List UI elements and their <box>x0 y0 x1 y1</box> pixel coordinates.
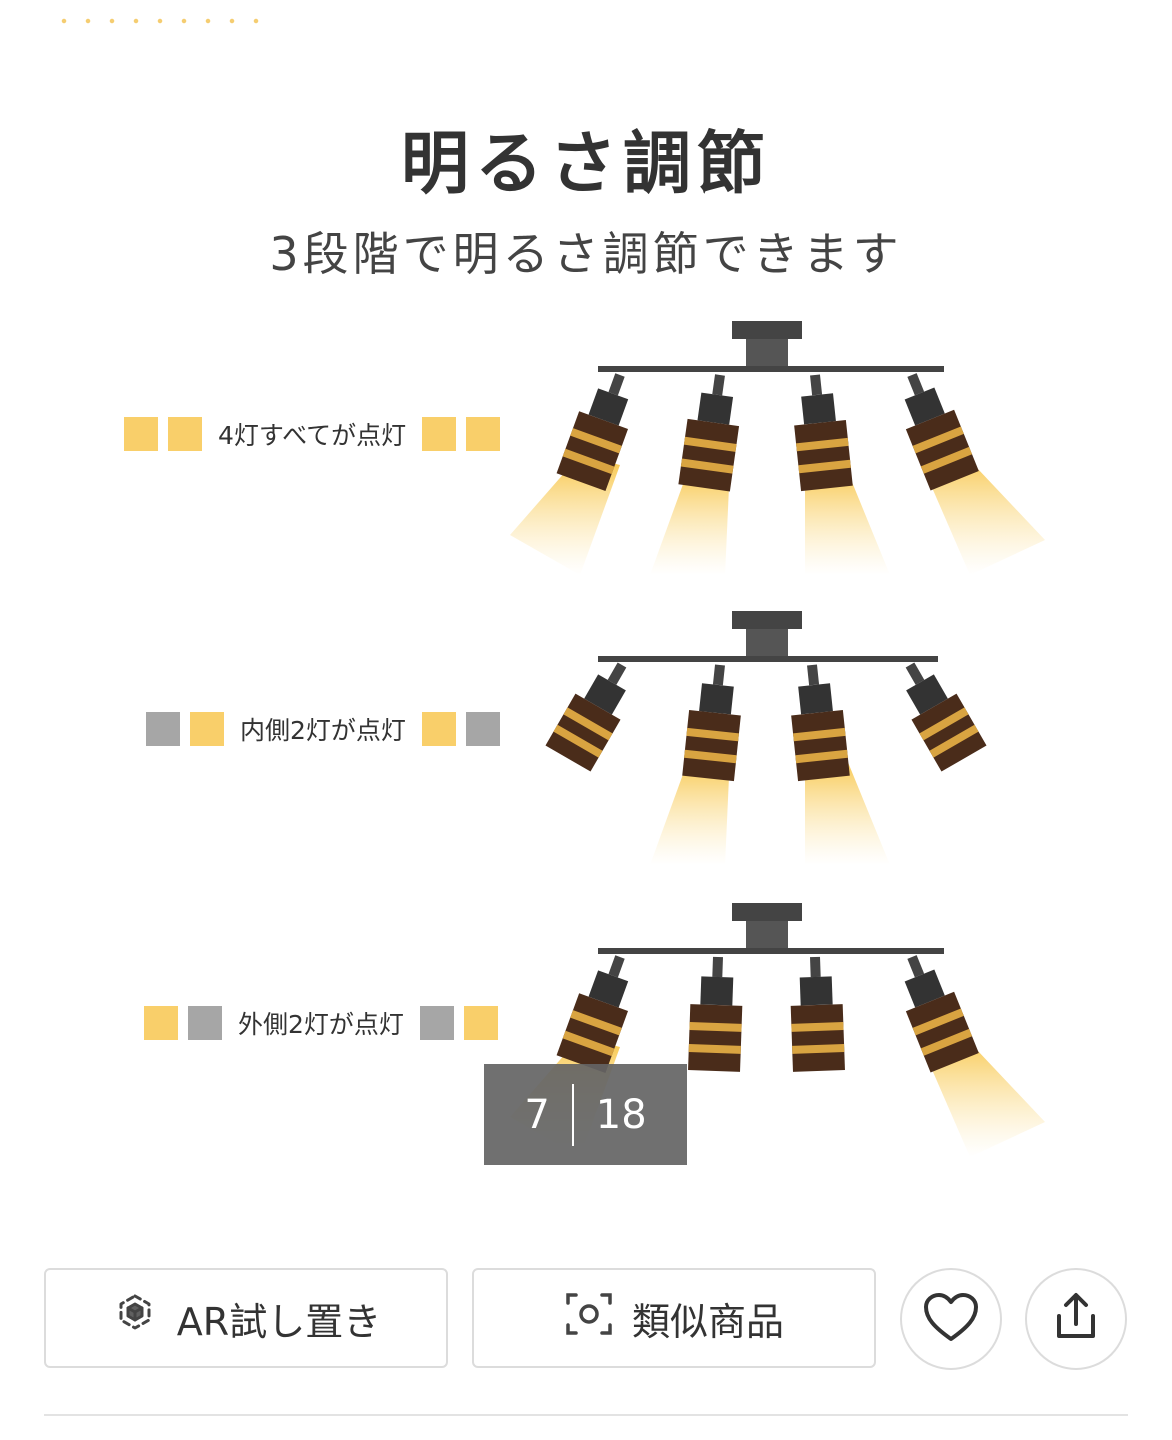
favorite-button[interactable] <box>900 1268 1002 1370</box>
mode-label: 内側2灯が点灯 <box>240 716 406 745</box>
indicator-square <box>124 417 158 451</box>
counter-divider <box>571 1083 574 1146</box>
mode-row-outer: 外側2灯が点灯 <box>144 1005 498 1041</box>
image-title: 明るさ調節 <box>400 125 771 204</box>
share-icon <box>1049 1290 1103 1348</box>
heart-icon <box>922 1291 980 1347</box>
counter-current: 7 <box>524 1091 550 1138</box>
ar-try-button[interactable]: AR試し置き <box>44 1268 448 1368</box>
mode-row-all: 4灯すべてが点灯 <box>124 416 501 452</box>
similar-items-label: 類似商品 <box>631 1299 784 1344</box>
indicator-square <box>422 417 457 451</box>
image-counter: 7 18 <box>484 1064 687 1165</box>
similar-items-button[interactable]: 類似商品 <box>472 1268 876 1368</box>
indicator-square <box>463 1006 498 1040</box>
indicator-square <box>466 417 501 451</box>
ar-cube-icon <box>111 1290 159 1347</box>
image-subtitle: 3段階で明るさ調節できます <box>269 227 903 281</box>
decorative-dots <box>52 18 262 24</box>
action-bar: AR試し置き 類似商品 <box>44 1268 1128 1370</box>
indicator-square <box>465 712 500 746</box>
scan-icon <box>564 1289 614 1348</box>
product-image[interactable]: 明るさ調節 3段階で明るさ調節できます <box>0 40 1172 1200</box>
indicator-square <box>146 712 180 746</box>
indicator-square <box>168 417 202 451</box>
ar-try-label: AR試し置き <box>176 1299 382 1344</box>
indicator-square <box>190 712 224 746</box>
divider-line <box>44 1414 1128 1416</box>
indicator-square <box>421 712 456 746</box>
mode-row-inner: 内側2灯が点灯 <box>146 711 500 747</box>
mode-label: 外側2灯が点灯 <box>238 1010 404 1039</box>
indicator-square <box>419 1006 454 1040</box>
fixture-illustration-inner <box>545 611 987 865</box>
share-button[interactable] <box>1025 1268 1127 1370</box>
indicator-square <box>188 1006 222 1040</box>
indicator-square <box>144 1006 178 1040</box>
counter-total: 18 <box>595 1091 647 1138</box>
mode-label: 4灯すべてが点灯 <box>218 421 407 450</box>
fixture-illustration-all <box>510 321 1045 575</box>
